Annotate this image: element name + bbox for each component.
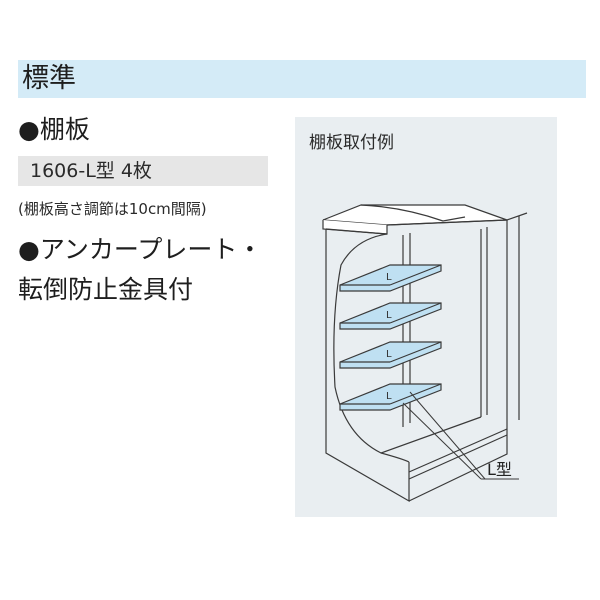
shed-shelf-illustration: L L L L L型 — [322, 204, 528, 503]
section-title: 標準 — [22, 63, 76, 94]
shelf-spec: 1606-L型 4枚 — [30, 160, 152, 182]
shelf-height-note: (棚板高さ調節は10cm間隔) — [18, 200, 207, 218]
shelf-tag-3: L — [386, 349, 392, 360]
figure-label: 棚板取付例 — [309, 133, 394, 153]
shelf-spec-bar — [18, 156, 268, 186]
anchor-plate-heading: ●アンカープレート・ — [18, 235, 263, 264]
shelf-tag-4: L — [386, 391, 392, 402]
shelf-tag-1: L — [386, 272, 392, 283]
section-title-bar — [18, 60, 586, 98]
shelf-heading: ●棚板 — [18, 115, 90, 144]
shelf-tag-2: L — [386, 310, 392, 321]
shelf-installation-figure-panel — [295, 117, 557, 517]
anti-tip-bracket-line: 転倒防止金具付 — [18, 275, 194, 304]
l-type-label: L型 — [487, 460, 512, 479]
